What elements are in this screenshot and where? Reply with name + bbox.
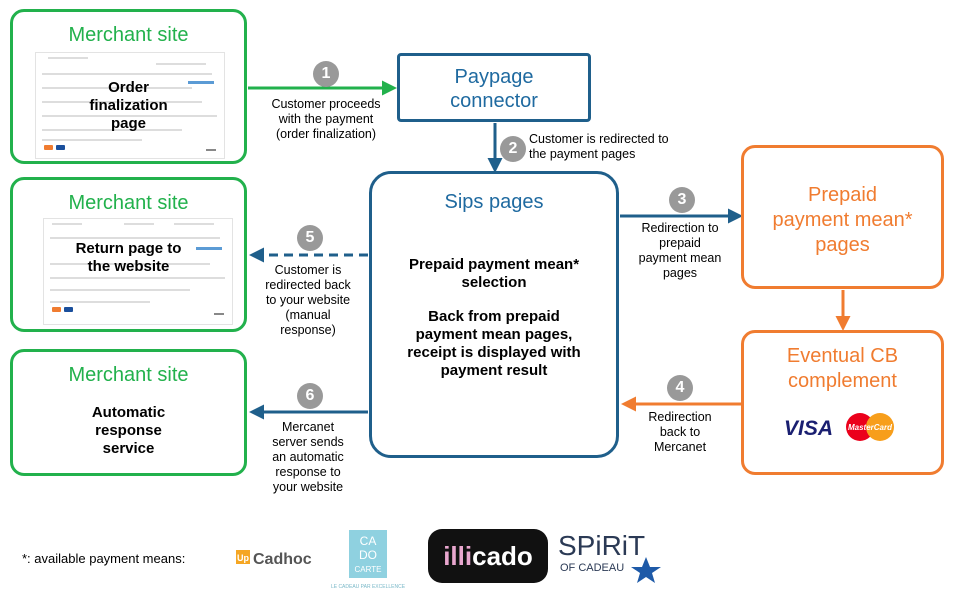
mastercard-logo: MasterCard (846, 413, 894, 441)
merchant-site-order-title: Merchant site (68, 24, 189, 46)
svg-text:Up: Up (237, 553, 249, 563)
paypage-connector-box: Paypage connector (397, 53, 591, 122)
merchant-site-order-box: Merchant site Order finalization page (10, 9, 247, 164)
svg-text:DO: DO (359, 548, 377, 562)
prepaid-pages-box: Prepaid payment mean* pages (741, 145, 944, 289)
step-4-note: Redirection back to Mercanet (648, 410, 712, 454)
mastercard-logo-text: MasterCard (848, 423, 893, 432)
svg-text:OF CADEAU: OF CADEAU (560, 562, 624, 574)
order-finalization-label: Order finalization page (89, 79, 168, 132)
step-3-circle: 3 (669, 187, 695, 213)
sips-pages-box: Sips pages Prepaid payment mean* selecti… (369, 171, 619, 458)
step-1-note: Customer proceeds with the payment (orde… (271, 97, 381, 141)
svg-text:Cadhoc: Cadhoc (253, 551, 312, 568)
step-2-note: Customer is redirected to the payment pa… (529, 132, 669, 161)
card-logos: VISA MasterCard (784, 413, 894, 441)
svg-text:CARTE: CARTE (355, 565, 382, 574)
illicado-logo: illicado (428, 529, 548, 583)
merchant-site-return-title: Merchant site (68, 192, 189, 214)
order-page-screenshot (35, 52, 225, 159)
merchant-site-auto-box: Merchant site Automatic response service (10, 349, 247, 476)
step-1-circle: 1 (313, 61, 339, 87)
svg-text:SPiRiT: SPiRiT (558, 530, 645, 561)
cb-complement-box: Eventual CB complement (741, 330, 944, 475)
star-icon (631, 557, 661, 583)
automatic-response-service-label: Automatic response service (91, 404, 166, 457)
spirit-of-cadeau-logo: SPiRiT OF CADEAU (558, 530, 661, 583)
svg-text:illicado: illicado (443, 541, 533, 571)
receipt-label: Back from prepaid payment mean pages, re… (407, 308, 581, 379)
cadhoc-logo: Up Cadhoc (236, 550, 312, 568)
step-3-note: Redirection to prepaid payment mean page… (638, 221, 722, 280)
merchant-site-auto-title: Merchant site (68, 364, 189, 386)
available-payment-means-label: *: available payment means: (22, 551, 186, 566)
merchant-site-return-box: Merchant site Return page to the website (10, 177, 247, 332)
step-4-circle: 4 (667, 375, 693, 401)
cado-carte-logo: CA DO CARTE LE CADEAU PAR EXCELLENCE (331, 530, 406, 590)
paypage-connector-title: Paypage connector (450, 66, 538, 112)
step-6-note: Mercanet server sends an automatic respo… (272, 420, 344, 494)
prepaid-pages-title: Prepaid payment mean* pages (772, 184, 913, 256)
svg-text:CA: CA (360, 534, 377, 548)
step-6-circle: 6 (297, 383, 323, 409)
return-page-label: Return page to the website (75, 240, 182, 275)
visa-logo: VISA (784, 417, 833, 440)
return-page-screenshot (43, 218, 233, 325)
step-2-circle: 2 (500, 136, 526, 162)
step-5-note: Customer is redirected back to your webs… (265, 263, 351, 337)
svg-text:LE CADEAU PAR EXCELLENCE: LE CADEAU PAR EXCELLENCE (331, 584, 406, 590)
step-5-circle: 5 (297, 225, 323, 251)
prepaid-selection-label: Prepaid payment mean* selection (408, 256, 580, 291)
sips-pages-title: Sips pages (444, 191, 544, 213)
cb-complement-title: Eventual CB complement (786, 345, 899, 392)
